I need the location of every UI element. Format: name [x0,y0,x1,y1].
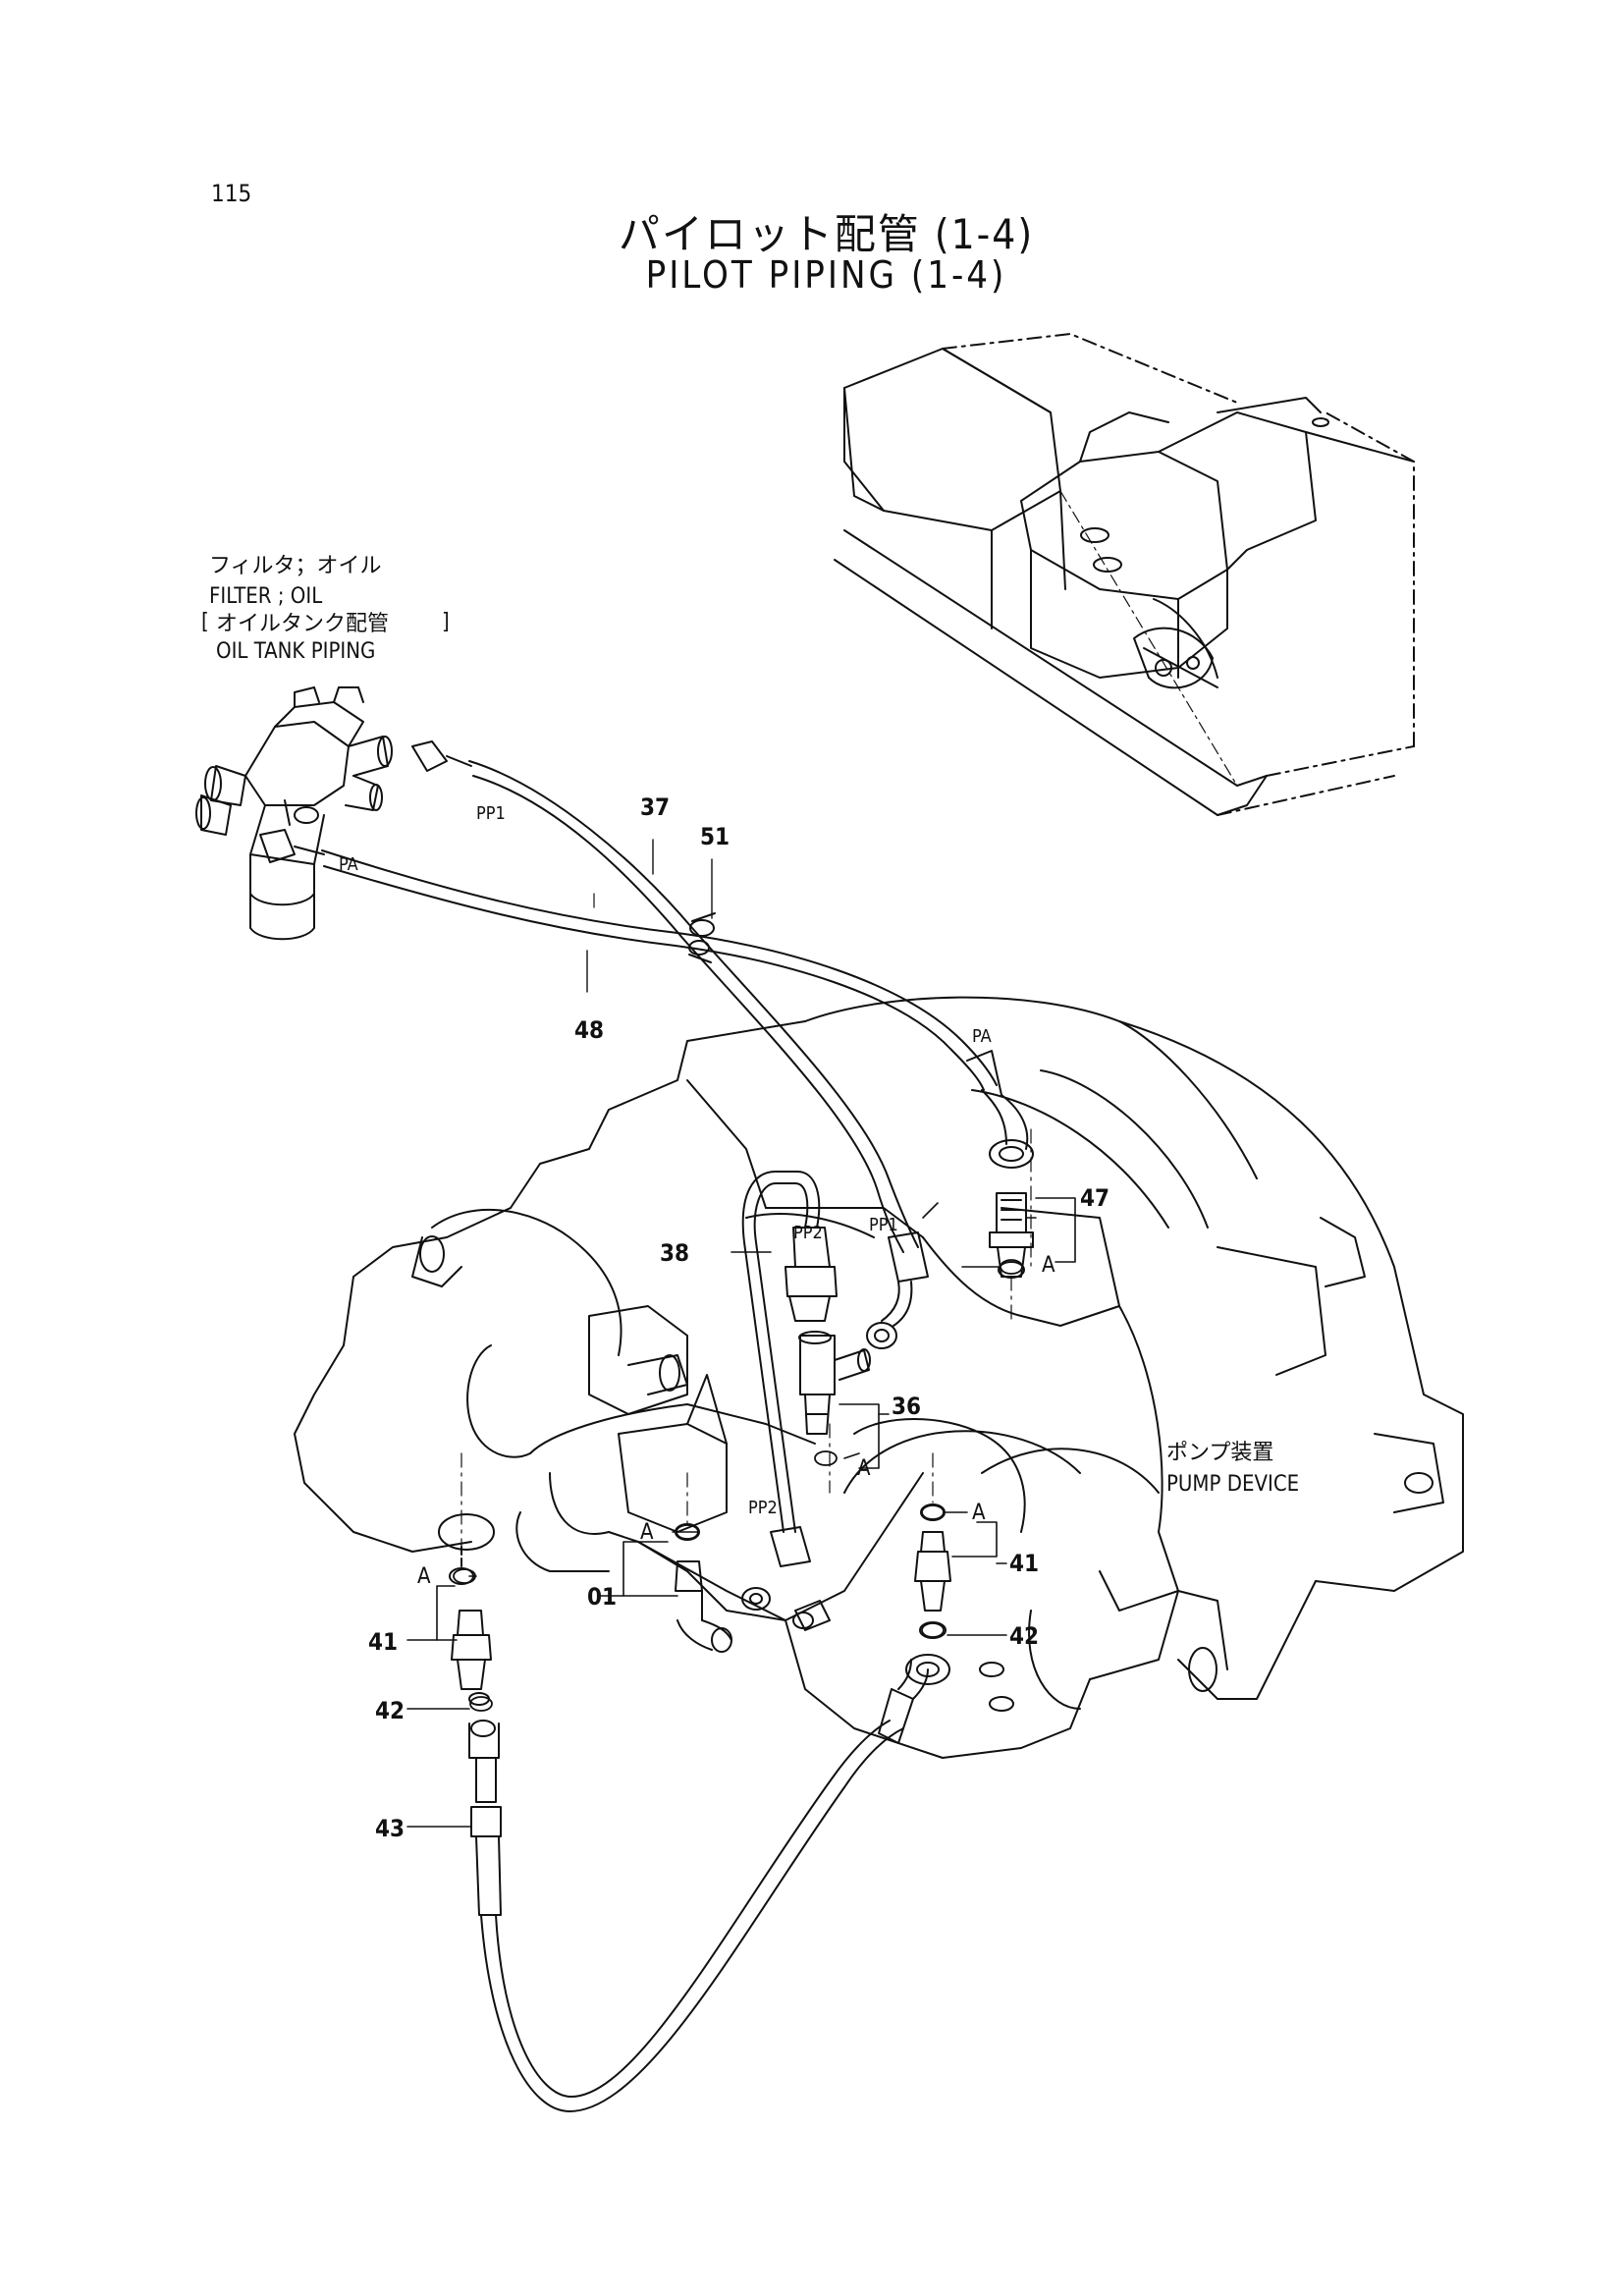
pp1-connector [866,1231,929,1349]
title-japanese: パイロット配管 (1-4) [618,210,1035,258]
port-label-pp2-lower: PP2 [748,1498,778,1518]
callout-41-right: 41 [1009,1550,1040,1577]
detail-mark-a-01: A [640,1520,654,1545]
callout-48: 48 [574,1016,605,1044]
detail-mark-a-41-left: A [417,1564,431,1589]
bracket-open: [ [201,610,209,634]
callout-47: 47 [1080,1184,1110,1212]
detail-mark-a-41-right: A [972,1501,986,1525]
callout-36: 36 [892,1393,922,1420]
tee-fitting-36 [798,1331,871,1435]
callout-leader-lines [406,1197,1076,1828]
port-label-pp1-filter: PP1 [476,803,506,824]
callout-41-left: 41 [368,1628,399,1656]
callout-37: 37 [640,793,671,821]
leader-lines-top [586,839,713,993]
callout-43: 43 [375,1815,406,1842]
o-ring-marks [453,1259,1023,1712]
fitting-41-right [914,1503,951,1639]
pump-device-english: PUMP DEVICE [1166,1472,1300,1497]
centre-lines [460,893,1032,1553]
callout-42-right: 42 [1009,1622,1040,1650]
callout-38: 38 [660,1239,690,1267]
page-number: 115 [211,180,252,207]
hose-43-and-fittings [449,1546,950,2112]
clamp-51 [688,912,716,963]
oil-tank-note-english: OIL TANK PIPING [216,639,376,664]
oil-tank-note-japanese: オイルタンク配管 [216,612,390,636]
pump-device-body [294,996,1464,1759]
port-label-pa-pump: PA [972,1026,992,1047]
port-label-pp1-pump: PP1 [869,1215,898,1235]
callout-51: 51 [700,823,730,850]
title-english: PILOT PIPING (1-4) [645,253,1007,297]
oil-filter-assembly [195,686,393,941]
port-label-pa-filter: PA [339,854,358,875]
machine-inset-drawing [834,333,1415,816]
filter-note-english: FILTER ; OIL [209,584,323,609]
pump-device-japanese: ポンプ装置 [1166,1441,1274,1465]
filter-note-japanese: フィルタ；オイル [209,554,382,578]
callout-01: 01 [587,1583,618,1611]
detail-mark-a-36: A [857,1456,871,1481]
detail-mark-a-47: A [1042,1253,1055,1278]
bracket-close: ] [442,610,450,634]
callout-42-left: 42 [375,1697,406,1724]
pilot-hose-37 [411,740,919,1253]
port-label-pp2-upper: PP2 [793,1223,823,1243]
pa-elbow-47 [966,1050,1034,1279]
pilot-pipe-38 [741,1171,838,1631]
pilot-hose-48 [259,829,998,1091]
